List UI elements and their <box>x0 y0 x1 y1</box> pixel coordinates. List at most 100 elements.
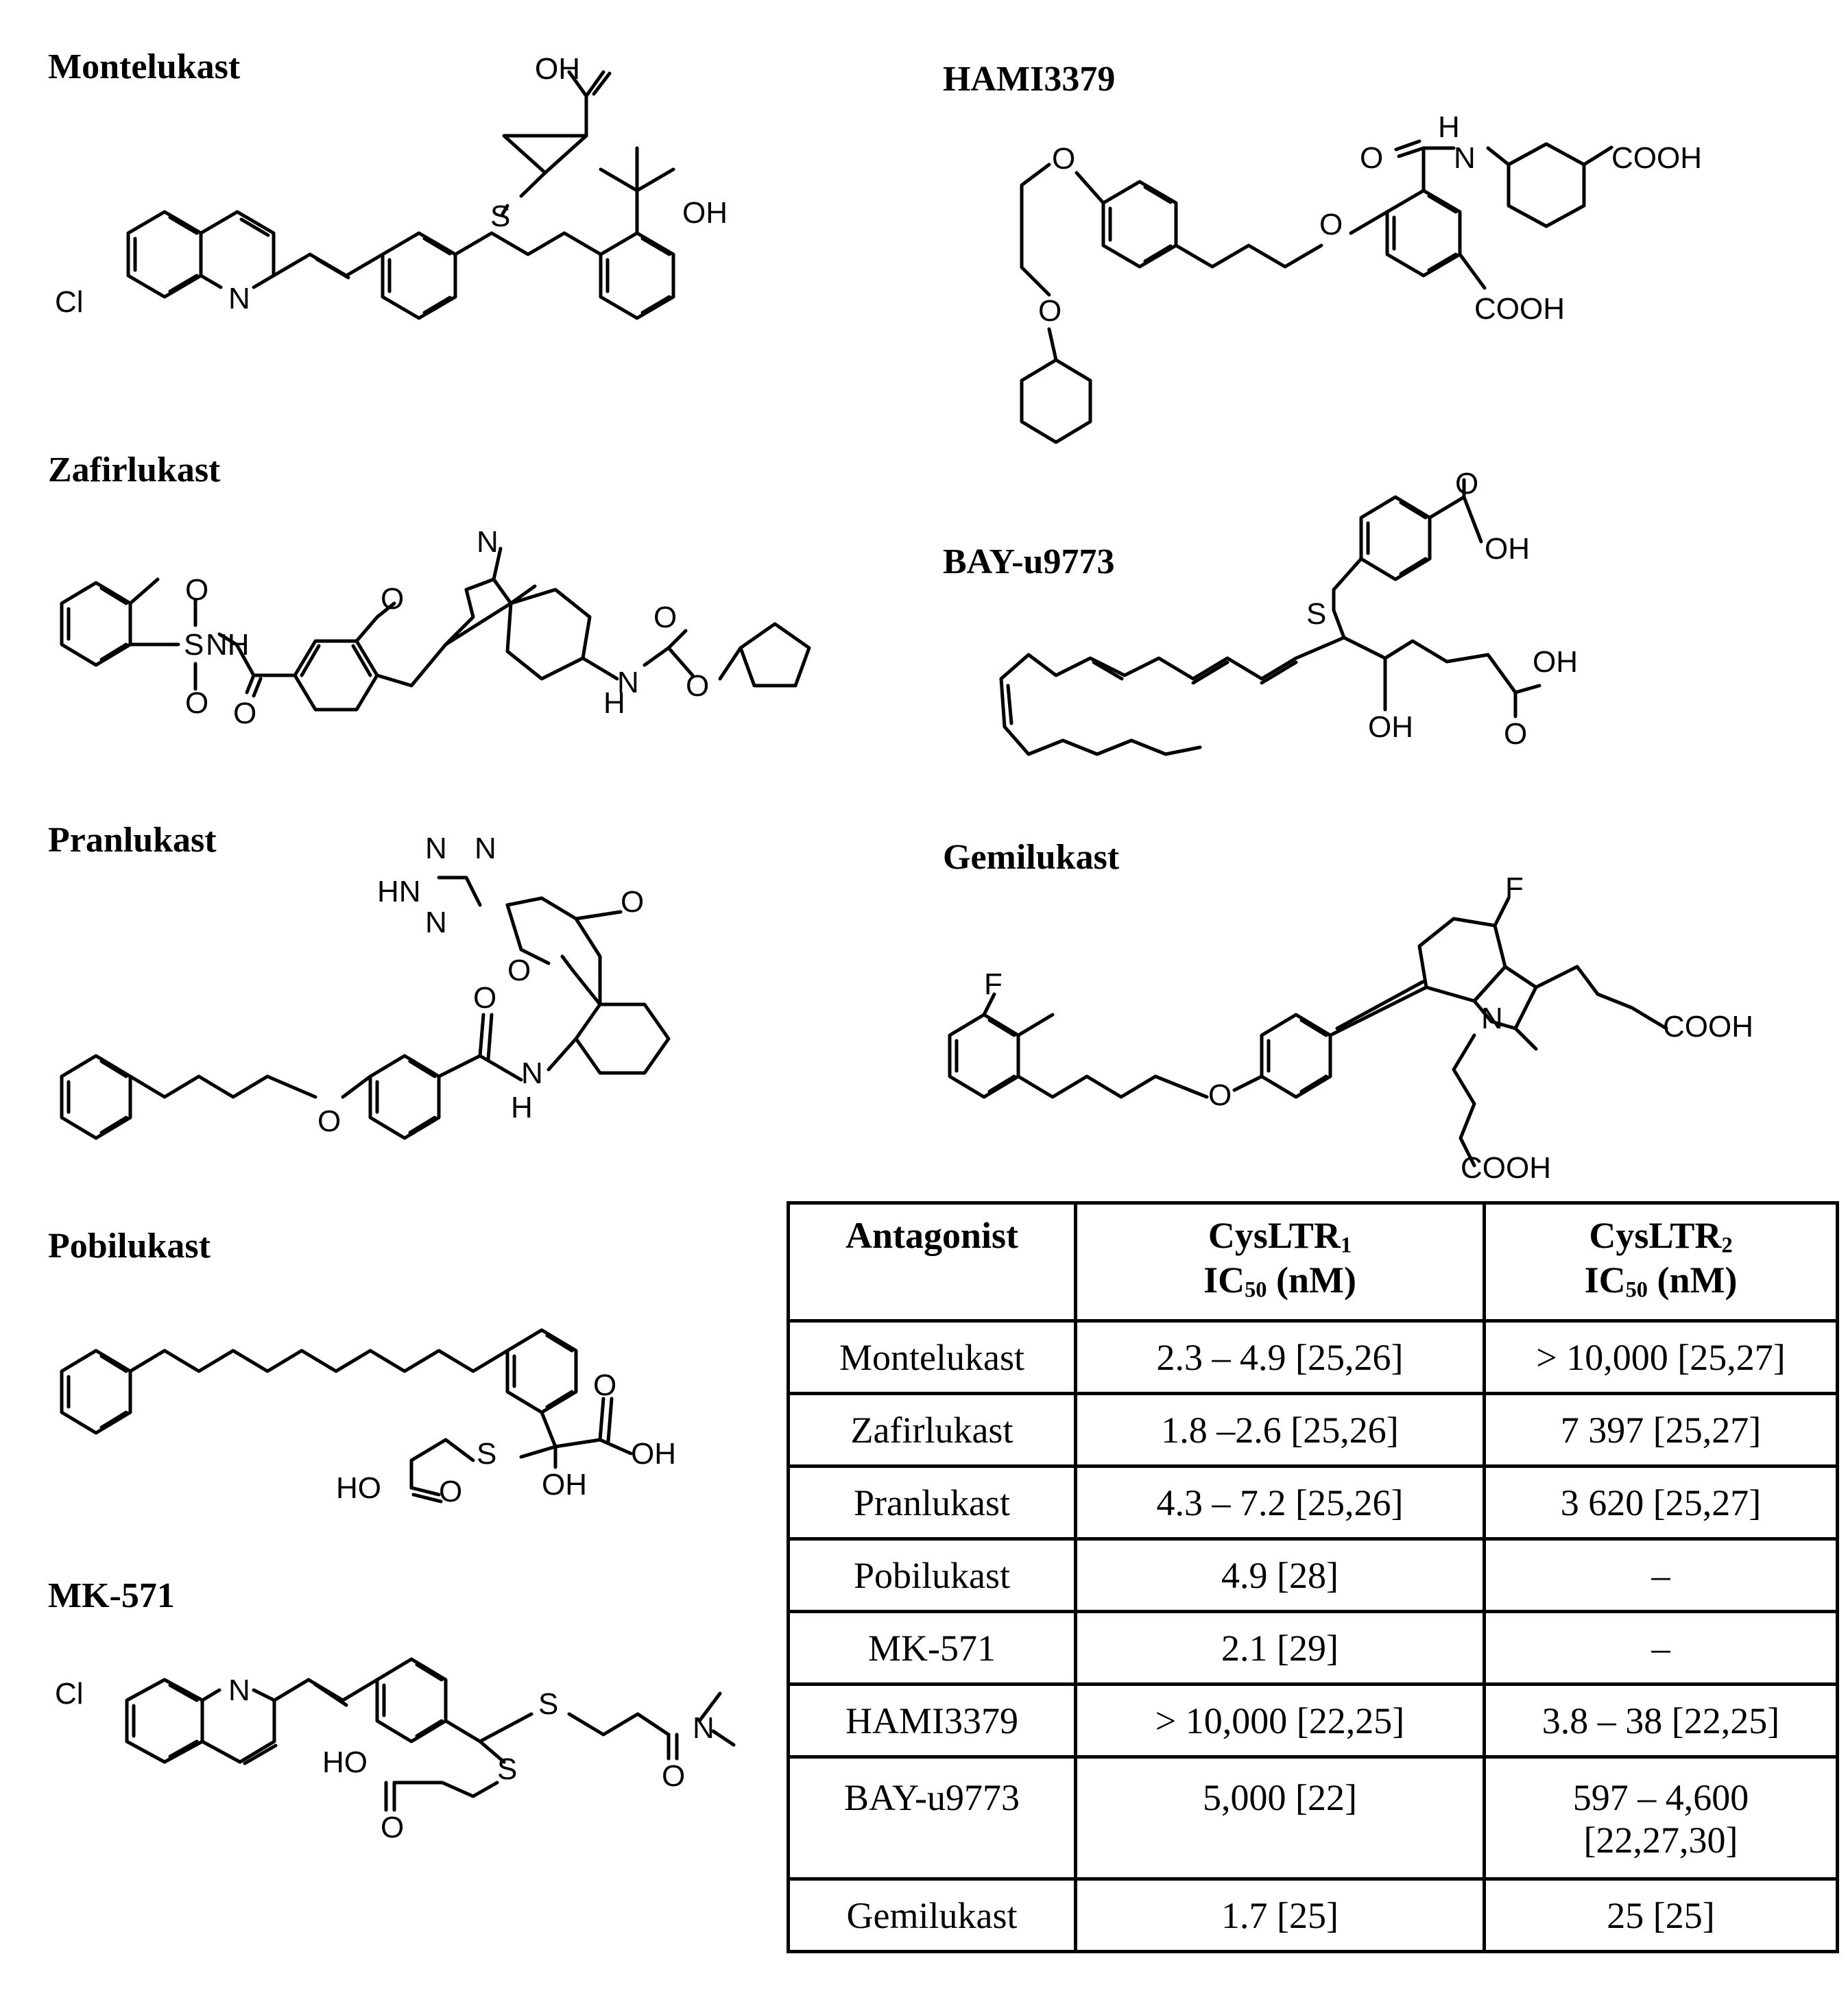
atom-label: N <box>1481 1002 1503 1035</box>
atom-label: COOH <box>1663 1010 1753 1043</box>
cell-antagonist: MK-571 <box>787 1610 1077 1686</box>
atom-label: O <box>1038 294 1061 328</box>
cell-cysltr1: 1.8 –2.6 [25,26] <box>1074 1392 1486 1468</box>
atom-label: O <box>185 573 208 607</box>
cell-antagonist: Gemilukast <box>787 1877 1077 1953</box>
cell-cysltr1: 4.9 [28] <box>1074 1537 1486 1613</box>
header-text: CysLTR <box>1208 1215 1341 1256</box>
atom-label: COOH <box>1611 141 1702 175</box>
cell-text: 597 – 4,600 <box>1572 1777 1749 1818</box>
cell-cysltr2: 3.8 – 38 [22,25] <box>1483 1682 1839 1759</box>
header-antagonist-text: Antagonist <box>845 1215 1019 1256</box>
table-row: MK-571 2.1 [29] – <box>787 1610 1839 1686</box>
atom-label: N <box>228 1674 250 1707</box>
atom-label: OH <box>682 196 728 230</box>
cell-cysltr1: 1.7 [25] <box>1074 1877 1486 1953</box>
structure-zafirlukast <box>60 546 811 712</box>
cell-cysltr2: 597 – 4,600[22,27,30] <box>1483 1755 1839 1881</box>
atom-label: OH <box>1485 532 1530 566</box>
table-row: HAMI3379 > 10,000 [22,25] 3.8 – 38 [22,2… <box>787 1682 1839 1759</box>
atom-label: OH <box>1533 645 1578 679</box>
structure-montelukast <box>126 70 675 320</box>
atom-label: O <box>1319 208 1343 241</box>
header-subscript: 50 <box>1625 1277 1648 1303</box>
structure-mk571 <box>125 1657 736 1812</box>
atom-label: O <box>439 1475 462 1508</box>
table-row: Zafirlukast 1.8 –2.6 [25,26] 7 397 [25,2… <box>787 1392 1839 1468</box>
cell-antagonist: Pranlukast <box>787 1464 1077 1541</box>
header-subscript: 1 <box>1340 1233 1352 1258</box>
atom-label: S <box>1306 597 1326 631</box>
cell-cysltr2: 7 397 [25,27] <box>1483 1392 1839 1468</box>
title-pranlukast: Pranlukast <box>48 821 217 860</box>
atom-label: O <box>381 1811 404 1844</box>
cell-antagonist: Pobilukast <box>787 1537 1077 1613</box>
atom-label: N <box>617 666 639 699</box>
atom-label: O <box>653 601 677 634</box>
atom-label: O <box>535 52 558 86</box>
table-row: Gemilukast 1.7 [25] 25 [25] <box>787 1877 1839 1953</box>
cell-antagonist: Zafirlukast <box>787 1392 1077 1468</box>
atom-label: O <box>381 582 404 616</box>
cell-cysltr2: – <box>1483 1610 1839 1686</box>
atom-labels: OH O S OH Cl N O O O O H N COOH COOH N O… <box>55 52 1753 1844</box>
atom-label: N <box>425 832 447 865</box>
atom-label: O <box>621 885 644 919</box>
table-header-row: Antagonist CysLTR1 IC50 (nM) CysLTR2 IC5… <box>787 1201 1839 1323</box>
atom-label: COOH <box>1474 292 1565 326</box>
atom-label: H <box>511 1091 533 1124</box>
header-cysltr2: CysLTR2 IC50 (nM) <box>1483 1201 1839 1323</box>
title-pobilukast: Pobilukast <box>48 1227 211 1266</box>
cell-text: [22,27,30] <box>1583 1820 1738 1861</box>
structure-hami3379 <box>1020 139 1613 444</box>
title-mk-571: MK-571 <box>48 1576 175 1615</box>
atom-label: O <box>473 981 496 1015</box>
structure-pobilukast <box>60 1328 633 1504</box>
title-gemilukast: Gemilukast <box>943 838 1120 877</box>
cell-cysltr1: 5,000 [22] <box>1074 1755 1486 1881</box>
structure-pranlukast <box>60 876 671 1140</box>
ic50-table: Antagonist CysLTR1 IC50 (nM) CysLTR2 IC5… <box>787 1201 1839 1953</box>
cell-cysltr1: 2.3 – 4.9 [25,26] <box>1074 1319 1486 1395</box>
cell-cysltr2: > 10,000 [25,27] <box>1483 1319 1839 1395</box>
cell-cysltr1: 2.1 [29] <box>1074 1610 1486 1686</box>
table-row: Montelukast 2.3 – 4.9 [25,26] > 10,000 [… <box>787 1319 1839 1395</box>
atom-label: N <box>521 1057 543 1090</box>
atom-label: N <box>475 832 496 865</box>
atom-label: F <box>984 967 1003 1001</box>
atom-label: O <box>686 669 709 703</box>
atom-label: S <box>184 628 204 662</box>
atom-label: OH <box>535 52 580 86</box>
atom-label: OH <box>542 1468 587 1501</box>
atom-label: N <box>425 906 447 939</box>
atom-label: N <box>693 1711 715 1745</box>
header-text: IC <box>1584 1259 1626 1301</box>
atom-label: O <box>185 686 208 720</box>
header-subscript: 50 <box>1245 1277 1267 1303</box>
atom-label: OH <box>631 1437 676 1471</box>
atom-label: O <box>1360 141 1383 175</box>
atom-label: OH <box>1368 710 1413 744</box>
header-unit: (nM) <box>1647 1259 1738 1301</box>
atom-label: HO <box>322 1746 368 1779</box>
atom-label: O <box>1208 1078 1232 1112</box>
header-subscript: 2 <box>1721 1233 1733 1258</box>
header-text: IC <box>1203 1259 1245 1301</box>
atom-label: F <box>1505 871 1524 905</box>
structure-gemilukast <box>948 896 1668 1168</box>
cell-cysltr2: 25 [25] <box>1483 1877 1839 1953</box>
atom-label: S <box>497 1752 517 1786</box>
atom-label: S <box>538 1687 558 1721</box>
title-montelukast: Montelukast <box>48 47 241 86</box>
cell-antagonist: BAY-u9773 <box>787 1755 1077 1881</box>
atom-label: NH <box>206 628 250 662</box>
structure-bay-u9773 <box>999 478 1541 756</box>
atom-label: O <box>317 1105 341 1138</box>
atom-label: H <box>603 686 625 720</box>
header-cysltr1: CysLTR1 IC50 (nM) <box>1074 1201 1486 1323</box>
table-row: Pobilukast 4.9 [28] – <box>787 1537 1839 1613</box>
atom-label: HO <box>336 1471 381 1505</box>
cell-cysltr1: > 10,000 [22,25] <box>1074 1682 1486 1759</box>
cell-cysltr1: 4.3 – 7.2 [25,26] <box>1074 1464 1486 1541</box>
